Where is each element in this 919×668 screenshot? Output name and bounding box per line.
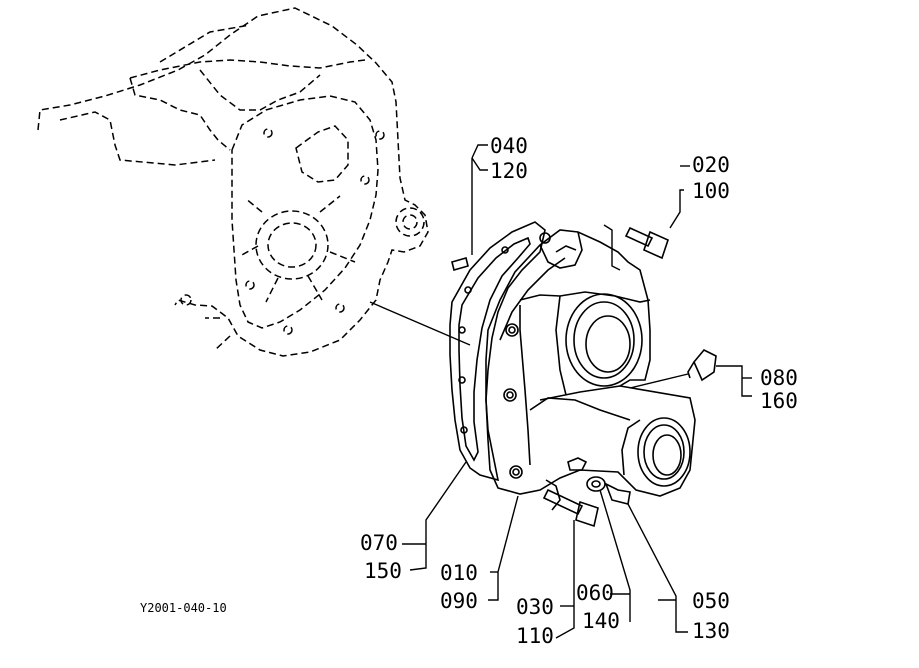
bolt-top (603, 189, 684, 271)
label-gasket-1: 070 (360, 531, 398, 555)
label-gasket-2: 150 (364, 559, 402, 583)
gasket (449, 221, 546, 482)
alignment-line (369, 301, 471, 346)
leader-lines (402, 144, 752, 607)
bolt-small (604, 482, 688, 633)
callout-labels: 040 120 020 100 080 160 070 150 010 090 … (140, 134, 798, 648)
label-case-1: 010 (440, 561, 478, 585)
gear-case (485, 229, 696, 511)
dowel-pin (451, 158, 473, 271)
label-bolt-top-2: 100 (692, 179, 730, 203)
label-washer-1: 060 (576, 581, 614, 605)
label-breather-1: 080 (760, 366, 798, 390)
transmission-housing (37, 7, 429, 357)
label-bolt-small-2: 130 (692, 619, 730, 643)
label-washer-2: 140 (582, 609, 620, 633)
label-case-2: 090 (440, 589, 478, 613)
washer (586, 476, 631, 622)
label-pin-2: 120 (490, 159, 528, 183)
breather-plug (629, 349, 752, 397)
figure-code: Y2001-040-10 (140, 601, 227, 615)
label-pin-1: 040 (490, 134, 528, 158)
label-bolt-bottom-2: 110 (516, 624, 554, 648)
bolt-bottom (542, 488, 599, 639)
label-breather-2: 160 (760, 389, 798, 413)
label-bolt-bottom-1: 030 (516, 595, 554, 619)
label-bolt-small-1: 050 (692, 589, 730, 613)
label-bolt-top-1: 020 (692, 153, 730, 177)
